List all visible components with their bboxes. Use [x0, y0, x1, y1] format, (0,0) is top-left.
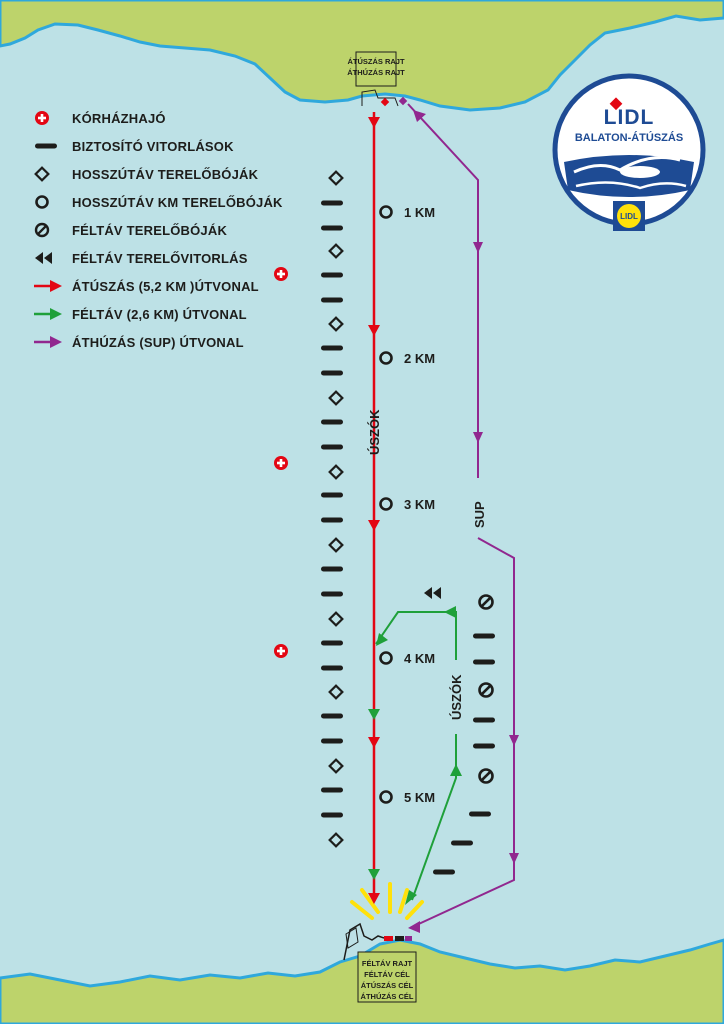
sup-label: SUP	[472, 501, 487, 528]
lidl-balaton-logo: LIDL BALATON-ÁTÚSZÁS LIDL	[552, 73, 706, 231]
half-route-arrows	[368, 606, 462, 905]
legend-label-hospital-ship: KÓRHÁZHAJÓ	[72, 110, 166, 126]
finish-label-box	[357, 951, 417, 1003]
start-label-line2: ÁTHÚZÁS RAJT	[347, 68, 405, 77]
long-distance-buoy-icon	[34, 160, 72, 188]
finish-rays	[350, 882, 424, 920]
legend-item-long-distance-km-buoy: HOSSZÚTÁV KM TERELŐBÓJÁK	[34, 188, 294, 216]
legend-label-half-distance-buoy: FÉLTÁV TERELŐBÓJÁK	[72, 222, 228, 238]
legend-label-sup-route: ÁTHÚZÁS (SUP) ÚTVONAL	[72, 334, 244, 350]
finish-label-line2: FÉLTÁV CÉL	[364, 970, 410, 979]
legend-item-half-distance-buoy: FÉLTÁV TERELŐBÓJÁK	[34, 216, 294, 244]
start-harbor	[361, 89, 399, 107]
half-route-line-upper	[375, 611, 457, 660]
full-route-arrow-icon	[34, 272, 72, 300]
legend-label-full-route: ÁTÚSZÁS (5,2 KM )ÚTVONAL	[72, 278, 259, 294]
legend-label-long-distance-buoy: HOSSZÚTÁV TERELŐBÓJÁK	[72, 166, 259, 182]
sup-route-line-lower	[409, 537, 515, 929]
km-label-5: 5 KM	[404, 790, 435, 805]
safety-sailboat-icon	[34, 132, 72, 160]
logo-subtitle: BALATON-ÁTÚSZÁS	[575, 131, 683, 144]
finish-label-line3: ÁTÚSZÁS CÉL	[361, 981, 414, 990]
half-distance-buoy-icon	[34, 216, 72, 244]
finish-label-line4: ÁTHÚZÁS CÉL	[361, 992, 414, 1001]
km-label-1: 1 KM	[404, 205, 435, 220]
legend-item-full-route: ÁTÚSZÁS (5,2 KM )ÚTVONAL	[34, 272, 294, 300]
finish-harbor	[343, 922, 385, 961]
start-point-sup	[398, 96, 408, 106]
legend-item-half-route: FÉLTÁV (2,6 KM) ÚTVONAL	[34, 300, 294, 328]
legend-item-half-distance-guide-sailboat: FÉLTÁV TERELŐVITORLÁS	[34, 244, 294, 272]
logo-brand: LIDL	[604, 106, 655, 129]
finish-point-sup	[405, 936, 412, 941]
finish-point-swim	[384, 936, 393, 941]
main-swimmers-label: ÚSZÓK	[367, 409, 382, 455]
finish-point-half	[395, 936, 404, 941]
sup-route-line	[407, 103, 479, 478]
start-label-line1: ÁTÚSZÁS RAJT	[347, 57, 405, 66]
sup-route-arrow-icon	[34, 328, 72, 356]
logo-badge-text: LIDL	[620, 212, 638, 221]
sup-route-arrows	[408, 110, 519, 933]
legend-label-half-distance-guide-sailboat: FÉLTÁV TERELŐVITORLÁS	[72, 250, 248, 266]
half-route-line	[411, 734, 457, 901]
long-distance-km-buoy-icon	[34, 188, 72, 216]
legend-item-hospital-ship: KÓRHÁZHAJÓ	[34, 104, 294, 132]
finish-label-line1: FÉLTÁV RAJT	[362, 959, 413, 968]
legend: KÓRHÁZHAJÓ BIZTOSÍTÓ VITORLÁSOK HOSSZÚTÁ…	[34, 104, 294, 356]
legend-item-sup-route: ÁTHÚZÁS (SUP) ÚTVONAL	[34, 328, 294, 356]
km-label-3: 3 KM	[404, 497, 435, 512]
km-label-4: 4 KM	[404, 651, 435, 666]
half-swimmers-label: ÚSZÓK	[449, 674, 464, 720]
start-point-swim	[380, 97, 390, 107]
legend-label-safety-sailboat: BIZTOSÍTÓ VITORLÁSOK	[72, 138, 234, 154]
start-label-box	[355, 51, 397, 87]
legend-label-half-route: FÉLTÁV (2,6 KM) ÚTVONAL	[72, 306, 247, 322]
half-distance-guide-sailboat-icon	[34, 244, 72, 272]
half-route-arrow-icon	[34, 300, 72, 328]
km-label-2: 2 KM	[404, 351, 435, 366]
legend-label-long-distance-km-buoy: HOSSZÚTÁV KM TERELŐBÓJÁK	[72, 194, 283, 210]
hospital-ship-icon	[34, 104, 72, 132]
legend-item-long-distance-buoy: HOSSZÚTÁV TERELŐBÓJÁK	[34, 160, 294, 188]
legend-item-safety-sailboat: BIZTOSÍTÓ VITORLÁSOK	[34, 132, 294, 160]
